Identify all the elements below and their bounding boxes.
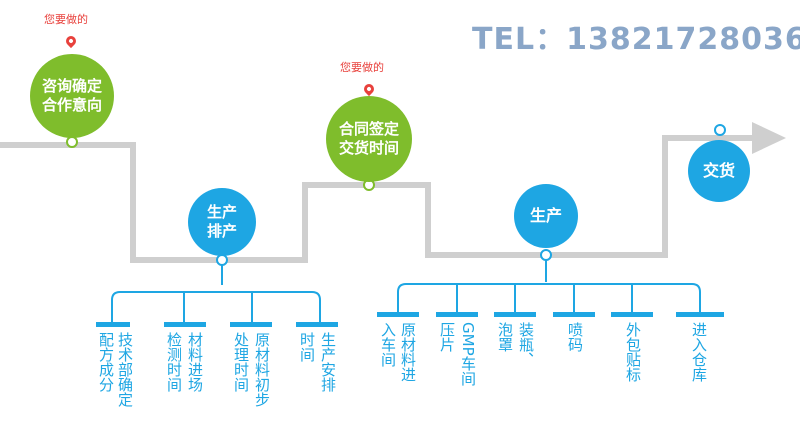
delivery-connector bbox=[714, 124, 726, 136]
production-connector bbox=[540, 249, 552, 261]
production-step-2-col1: 压片 bbox=[438, 322, 456, 352]
production-step-1-col1: 入车间 bbox=[379, 322, 397, 367]
production-step-3-col1: 泡罩 bbox=[496, 322, 514, 352]
production-step-1-col2: 原材料进 bbox=[399, 322, 417, 382]
schedule-step-4-col1: 时间 bbox=[298, 332, 316, 362]
schedule-step-3-col2: 原材料初步 bbox=[253, 332, 271, 407]
node-consult-line1: 咨询确定 bbox=[41, 77, 102, 96]
pin-label-consult: 您要做的 bbox=[44, 13, 88, 26]
node-consult: 咨询确定 合作意向 bbox=[30, 54, 114, 138]
schedule-connector bbox=[216, 254, 228, 266]
schedule-step-4-col2: 生产安排 bbox=[319, 332, 337, 392]
node-contract-line1: 合同签定 bbox=[338, 120, 399, 139]
schedule-tree bbox=[111, 265, 321, 322]
schedule-step-1-col1: 配方成分 bbox=[97, 332, 115, 392]
node-production: 生产 bbox=[514, 184, 578, 248]
schedule-step-2-col1: 检测时间 bbox=[165, 332, 183, 392]
node-schedule-line1: 生产 bbox=[206, 203, 237, 222]
phone-number: TEL：13821728036 bbox=[472, 22, 800, 57]
pin-label-contract: 您要做的 bbox=[340, 61, 384, 74]
schedule-step-2-col2: 材料进场 bbox=[186, 332, 204, 392]
node-delivery-label: 交货 bbox=[702, 161, 735, 180]
node-contract: 合同签定 交货时间 bbox=[326, 96, 412, 182]
production-step-3-col2: 装瓶、 bbox=[517, 322, 535, 367]
production-step-4-col2: 喷码 bbox=[566, 322, 584, 352]
schedule-step-1-col2: 技术部确定 bbox=[116, 332, 134, 407]
production-tree-caps bbox=[377, 312, 724, 317]
node-delivery: 交货 bbox=[688, 140, 750, 202]
node-consult-line2: 合作意向 bbox=[41, 96, 102, 114]
production-step-5-col2: 外包贴标 bbox=[624, 322, 642, 382]
node-contract-line2: 交货时间 bbox=[338, 139, 399, 157]
production-step-6-col2: 进入仓库 bbox=[690, 322, 708, 382]
production-tree bbox=[397, 260, 701, 312]
node-production-label: 生产 bbox=[529, 206, 562, 225]
consult-connector bbox=[66, 136, 78, 148]
node-schedule: 生产 排产 bbox=[188, 188, 256, 256]
schedule-step-3-col1: 处理时间 bbox=[232, 332, 250, 392]
schedule-tree-caps bbox=[96, 322, 338, 327]
node-schedule-line2: 排产 bbox=[206, 222, 237, 240]
production-step-2-col2: GMP车间 bbox=[459, 322, 477, 386]
timeline-arrow-head bbox=[752, 122, 786, 154]
